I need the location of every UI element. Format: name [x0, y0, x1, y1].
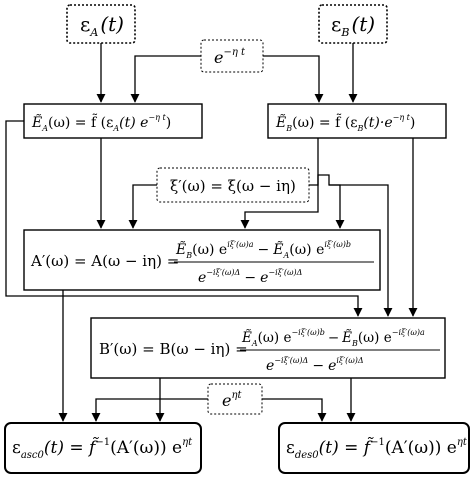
- exp-neg-branch-line: [130, 55, 201, 103]
- arrow-xi-to-bprime: [329, 184, 393, 317]
- ea-tilde-label: ẼA(ω) = f̃ (εA(t) e−η t): [31, 113, 171, 133]
- eps-b-label: εB(t): [331, 12, 375, 39]
- eb-tilde-label: ẼB(ω) = f̃ (εB(t)·e−η t): [275, 113, 415, 133]
- b-prime-numerator: ẼA(ω) e−iξ′(ω)b−ẼB(ω) e−iξ′(ω)a: [241, 328, 425, 348]
- exp-neg-branch-line-right: [263, 55, 324, 103]
- a-prime-lhs: A′(ω) = A(ω − iη) =: [30, 252, 179, 270]
- eps-asc-box: [4, 422, 202, 474]
- arrow-ea-to-bprime: [5, 120, 363, 317]
- arrow-exp-to-asc: [91, 398, 208, 422]
- xi-def-label: ξ′(ω) = ξ(ω − iη): [170, 177, 296, 195]
- a-prime-formula: A′(ω) = A(ω − iη) = ẼB(ω) eiξ′(ω)a−ẼA(ω)…: [30, 240, 374, 286]
- eps-des-box: [278, 422, 470, 474]
- eps-b-box: [318, 4, 388, 44]
- b-prime-formula: B′(ω) = B(ω − iη) = ẼA(ω) e−iξ′(ω)b−ẼB(ω…: [99, 328, 440, 374]
- eps-asc-label: εasc0(t) = f̃−1(A′(ω)) eηt: [12, 437, 193, 461]
- a-prime-denominator: e−iξ′(ω)Δ−e−iξ′(ω)Δ: [198, 268, 302, 286]
- exp-pos-label: eηt: [222, 390, 242, 410]
- connectors: [5, 43, 418, 422]
- arrow-exp-to-des: [262, 398, 327, 422]
- eps-a-label: εA(t): [80, 12, 124, 39]
- b-prime-denominator: e−iξ′(ω)Δ−eiξ′(ω)Δ: [266, 356, 364, 374]
- eps-des-label: εdes0(t) = f̃−1(A′(ω)) eηt: [286, 437, 468, 461]
- exp-neg-label: e−η t: [214, 47, 246, 67]
- arrow-xi-to-aprime-right: [309, 174, 345, 229]
- arrow-xi-to-aprime-left: [128, 184, 157, 229]
- b-prime-box: [90, 317, 446, 379]
- a-prime-numerator: ẼB(ω) eiξ′(ω)a−ẼA(ω) eiξ′(ω)b: [175, 240, 351, 260]
- eb-tilde-box: [267, 103, 447, 139]
- a-prime-box: [23, 229, 381, 291]
- eps-a-box: [66, 4, 136, 44]
- b-prime-lhs: B′(ω) = B(ω − iη) =: [99, 340, 248, 358]
- arrow-eb-to-aprime: [240, 138, 319, 229]
